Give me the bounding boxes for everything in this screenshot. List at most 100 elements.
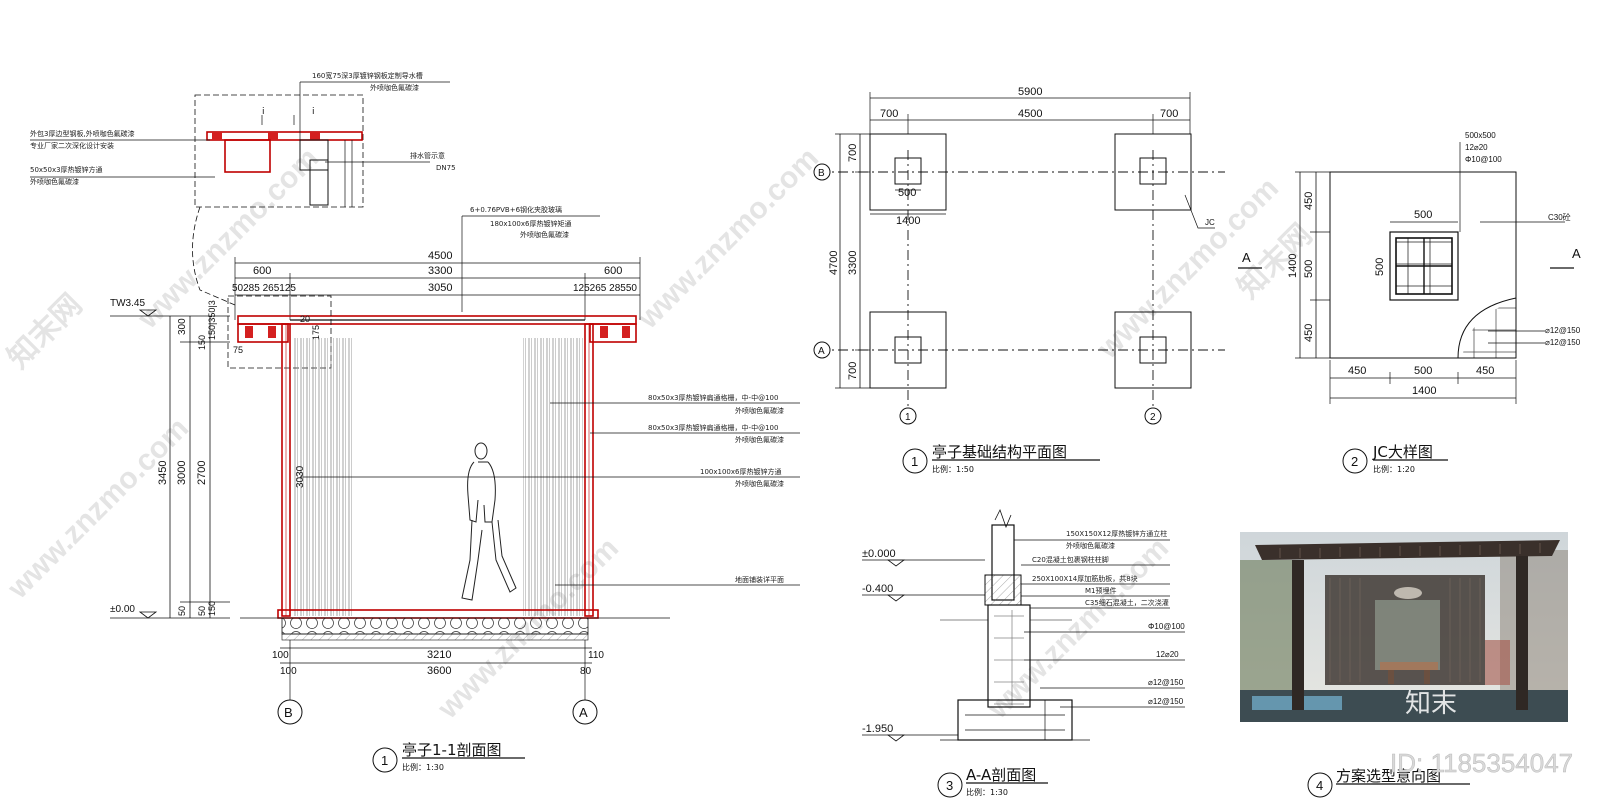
fp-dim-500: 500 xyxy=(898,187,916,199)
dim-600-right: 600 xyxy=(604,265,622,277)
jc-dim-500-left: 500 xyxy=(1303,260,1315,278)
dim-100: 100 xyxy=(272,650,289,661)
aa-label-r3: ⌀12@150 xyxy=(1148,678,1184,687)
aa-label-c35: C35细石混凝土，二次浇灌 xyxy=(1085,598,1169,607)
dim-small-left: 50285 265125 xyxy=(232,283,296,294)
jc-dim-450-bottom: 450 xyxy=(1303,324,1315,342)
watermark-brand: 知末网 xyxy=(2,288,89,375)
label-drain: 排水管示意 xyxy=(410,151,445,160)
axis-b: B xyxy=(284,705,293,720)
title-section-1-1: 亭子1-1剖面图 xyxy=(402,741,502,759)
label-edge-2: 专业厂家二次深化设计安装 xyxy=(30,141,114,150)
jc-spec-stirrup: Φ10@100 xyxy=(1465,155,1502,164)
label-gutter-2: 外喷咖色氟碳漆 xyxy=(370,83,419,92)
dim-75: 75 xyxy=(233,345,243,355)
jc-title-num: 2 xyxy=(1351,454,1358,469)
dim-3300: 3300 xyxy=(428,265,452,277)
jc-title: JC大样图 xyxy=(1372,443,1433,461)
label-beam-2: 外喷咖色氟碳漆 xyxy=(520,230,569,239)
foundation-plan: 5900 700 4500 700 700 4700 3300 700 500 … xyxy=(813,86,1225,474)
jc-spec-size: 500x500 xyxy=(1465,131,1496,140)
fp-dim-4500: 4500 xyxy=(1018,108,1042,120)
svg-text:i: i xyxy=(312,107,315,117)
label-edge: 外包3厚边型钢板,外喷咖色氟碳漆 xyxy=(30,129,135,138)
fp-dim-5900: 5900 xyxy=(1018,86,1042,98)
aa-label-m1: M1预埋件 xyxy=(1085,586,1117,595)
fp-axis-a: A xyxy=(818,346,825,357)
dim-300: 300 xyxy=(177,318,188,335)
dim-50-a: 50 xyxy=(177,606,187,616)
concept-title-num: 4 xyxy=(1316,778,1323,793)
dim-80: 80 xyxy=(580,666,592,677)
jc-rebar-2: ⌀12@150 xyxy=(1545,338,1581,347)
aa-label-r2: 12⌀20 xyxy=(1156,650,1179,659)
jc-dim-500-top: 500 xyxy=(1414,209,1432,221)
fp-dim-3300: 3300 xyxy=(847,251,859,275)
aa-label-r1: Φ10@100 xyxy=(1148,622,1185,631)
jc-dim-450-b2: 450 xyxy=(1476,365,1494,377)
watermark-site: www.znzmo.com xyxy=(1,412,195,606)
jc-dim-1400-b: 1400 xyxy=(1412,385,1436,397)
jc-dim-500-b: 500 xyxy=(1414,365,1432,377)
label-column-2: 外喷咖色氟碳漆 xyxy=(735,479,784,488)
jc-concrete: C30砼 xyxy=(1548,212,1571,222)
fp-axis-b: B xyxy=(818,168,825,179)
watermark-site: www.znzmo.com xyxy=(131,142,325,336)
aa-label-c20: C20混凝土包裹钢柱柱脚 xyxy=(1032,555,1109,564)
aa-scale: 比例：1:30 xyxy=(966,787,1008,797)
label-tube: 50x50x3厚热镀锌方通 xyxy=(30,165,103,174)
fp-scale: 比例：1:50 xyxy=(932,464,974,474)
fp-axis-2: 2 xyxy=(1150,412,1156,423)
scale-section-1-1: 比例：1:30 xyxy=(402,762,444,772)
label-beam: 180x100x6厚热镀锌矩通 xyxy=(490,219,571,228)
fp-dim-1400: 1400 xyxy=(896,215,920,227)
dim-4500: 4500 xyxy=(428,250,452,262)
jc-spec-bars: 12⌀20 xyxy=(1465,143,1488,152)
label-grille2-2: 外喷咖色氟碳漆 xyxy=(735,435,784,444)
dim-150-bottom: 150 xyxy=(207,601,217,616)
label-grille2: 80x50x3厚热镀锌扁通格栅，中-中@100 xyxy=(648,423,778,432)
title-num-1-1: 1 xyxy=(381,753,388,768)
jc-dim-450-top: 450 xyxy=(1303,192,1315,210)
dim-3450: 3450 xyxy=(157,461,169,485)
section-1-1: 4500 600 3300 600 3050 50285 265125 1252… xyxy=(110,205,800,773)
fp-dim-700-top: 700 xyxy=(847,144,859,162)
watermark-id: ID: 1185354047 xyxy=(1390,748,1573,778)
dim-110: 110 xyxy=(588,650,604,661)
watermark-layer: www.znzmo.com www.znzmo.com www.znzmo.co… xyxy=(1,142,1319,726)
dim-3600: 3600 xyxy=(427,665,451,677)
fp-dim-700-right: 700 xyxy=(1160,108,1178,120)
gutter-detail: i i 160宽75深3厚镀锌钢板定制导水槽 外喷咖色氟碳漆 外包3厚边型钢板,… xyxy=(30,71,456,306)
svg-text:i: i xyxy=(262,107,265,117)
jc-scale: 比例：1:20 xyxy=(1373,464,1415,474)
jc-rebar-1: ⌀12@150 xyxy=(1545,326,1581,335)
aa-title: A-A剖面图 xyxy=(966,766,1036,784)
fp-dim-4700: 4700 xyxy=(828,251,840,275)
fp-title: 亭子基础结构平面图 xyxy=(932,443,1067,461)
aa-label-plate: 250X100X14厚加筋肋板，共8块 xyxy=(1032,574,1138,583)
concept-title: 方案选型意向图 xyxy=(1336,767,1441,785)
dim-175: 175 xyxy=(311,325,321,340)
watermark-logo: 知末 xyxy=(1405,688,1457,718)
jc-dim-500-inner: 500 xyxy=(1374,258,1386,276)
dim-3000: 3000 xyxy=(176,461,188,485)
human-figure xyxy=(461,442,517,601)
dim-150-top: 150 xyxy=(197,335,207,350)
jc-dim-450-b1: 450 xyxy=(1348,365,1366,377)
label-column: 100x100x6厚热镀锌方通 xyxy=(700,467,781,476)
jc-dim-1400-left: 1400 xyxy=(1287,254,1299,278)
fp-axis-1: 1 xyxy=(905,412,911,423)
dim-20: 20 xyxy=(300,314,310,324)
jc-detail: 500 500 500x500 12⌀20 Φ10@100 C30砼 450 1… xyxy=(1238,131,1581,474)
aa-title-num: 3 xyxy=(946,778,953,793)
dim-50-b: 50 xyxy=(197,606,207,616)
dim-100b: 100 xyxy=(280,666,297,677)
fp-tag-jc: JC xyxy=(1205,218,1215,227)
dim-3210: 3210 xyxy=(427,649,451,661)
aa-label-r4: ⌀12@150 xyxy=(1148,697,1184,706)
watermark-site: www.znzmo.com xyxy=(631,142,825,336)
label-tube-2: 外喷咖色氟碳漆 xyxy=(30,177,79,186)
jc-section-right: A xyxy=(1572,246,1581,261)
dim-600-left: 600 xyxy=(253,265,271,277)
